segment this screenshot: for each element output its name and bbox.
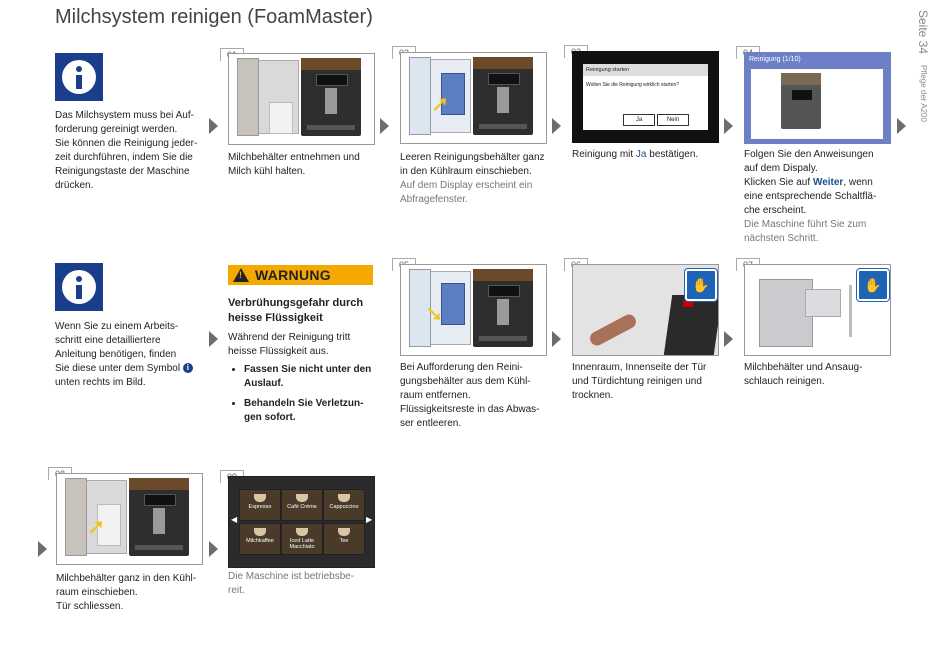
step-05-image: ➘: [400, 264, 547, 356]
no-button: Nein: [657, 114, 689, 126]
info-symbol-icon: i: [182, 363, 193, 374]
document-name: Pflege der A200: [919, 64, 928, 122]
step-arrow: [209, 118, 218, 134]
dialog-title: Reinigung starten: [583, 64, 708, 76]
drink-tile: Tee: [323, 523, 365, 555]
yes-button: Ja: [623, 114, 655, 126]
step-arrow: [552, 331, 561, 347]
step-arrow: [209, 331, 218, 347]
drink-tile: Iced Latte Macchiato: [281, 523, 323, 555]
step-arrow: [552, 118, 561, 134]
page-title: Milchsystem reinigen (FoamMaster): [55, 6, 373, 28]
step-03-text: Reinigung mit Ja bestätigen.: [572, 149, 699, 160]
step-08-image: ➚: [56, 473, 203, 565]
step-arrow: [209, 541, 218, 557]
list-item: Behandeln Sie Verletzun-gen sofort.: [244, 397, 394, 425]
dialog-question: Wollen Sie die Reinigung wirklich starte…: [586, 82, 680, 88]
chevron-right-icon: ▶: [366, 515, 373, 524]
drink-tile: Milchkaffee: [239, 523, 281, 555]
step-arrow: [724, 118, 733, 134]
info-text-1: Das Milchsystem muss bei Auf-forderung g…: [55, 110, 198, 191]
step-07-text: Milchbehälter und Ansaug-schlauch reinig…: [744, 362, 863, 387]
info-icon: [55, 263, 103, 311]
page-number: Seite 34: [916, 10, 930, 55]
drink-tile: Cappuccino: [323, 489, 365, 521]
step-arrow: [724, 331, 733, 347]
step-07-image: ✋: [744, 264, 891, 356]
warning-banner: ! WARNUNG: [228, 265, 373, 285]
step-03-image: Reinigung starten Wollen Sie die Reinigu…: [572, 51, 719, 143]
step-arrow: [38, 541, 47, 557]
info-text-2: Wenn Sie zu einem Arbeits-schritt eine d…: [55, 320, 210, 390]
chevron-left-icon: ◀: [231, 515, 238, 524]
cleaning-icon: ✋: [856, 268, 890, 302]
step-06-image: ✋: [572, 264, 719, 356]
drink-tile: Café Crème: [281, 489, 323, 521]
step-09-text: Die Maschine ist betriebsbe-reit.: [228, 571, 355, 596]
step-01-image: [228, 53, 375, 145]
step-04-image: Reinigung (1/10): [744, 52, 891, 144]
step-09-image: Espresso Café Crème Cappuccino Milchkaff…: [228, 476, 375, 568]
cleaning-icon: ✋: [684, 268, 718, 302]
step-05-text: Bei Aufforderung den Reini-gungsbehälter…: [400, 362, 540, 429]
warning-icon: !: [233, 268, 249, 282]
confirm-dialog: Reinigung starten Wollen Sie die Reinigu…: [583, 64, 708, 130]
step-arrow: [897, 118, 906, 134]
screen-title: Reinigung (1/10): [749, 56, 801, 63]
info-icon: [55, 53, 103, 101]
drink-tile: Espresso: [239, 489, 281, 521]
step-02-image: ➚: [400, 52, 547, 144]
page-side-info: Seite 34 Pflege der A200: [914, 10, 932, 121]
step-08-text: Milchbehälter ganz in den Kühl-raum eins…: [56, 573, 197, 612]
warning-label: WARNUNG: [255, 267, 331, 283]
step-arrow: [380, 118, 389, 134]
